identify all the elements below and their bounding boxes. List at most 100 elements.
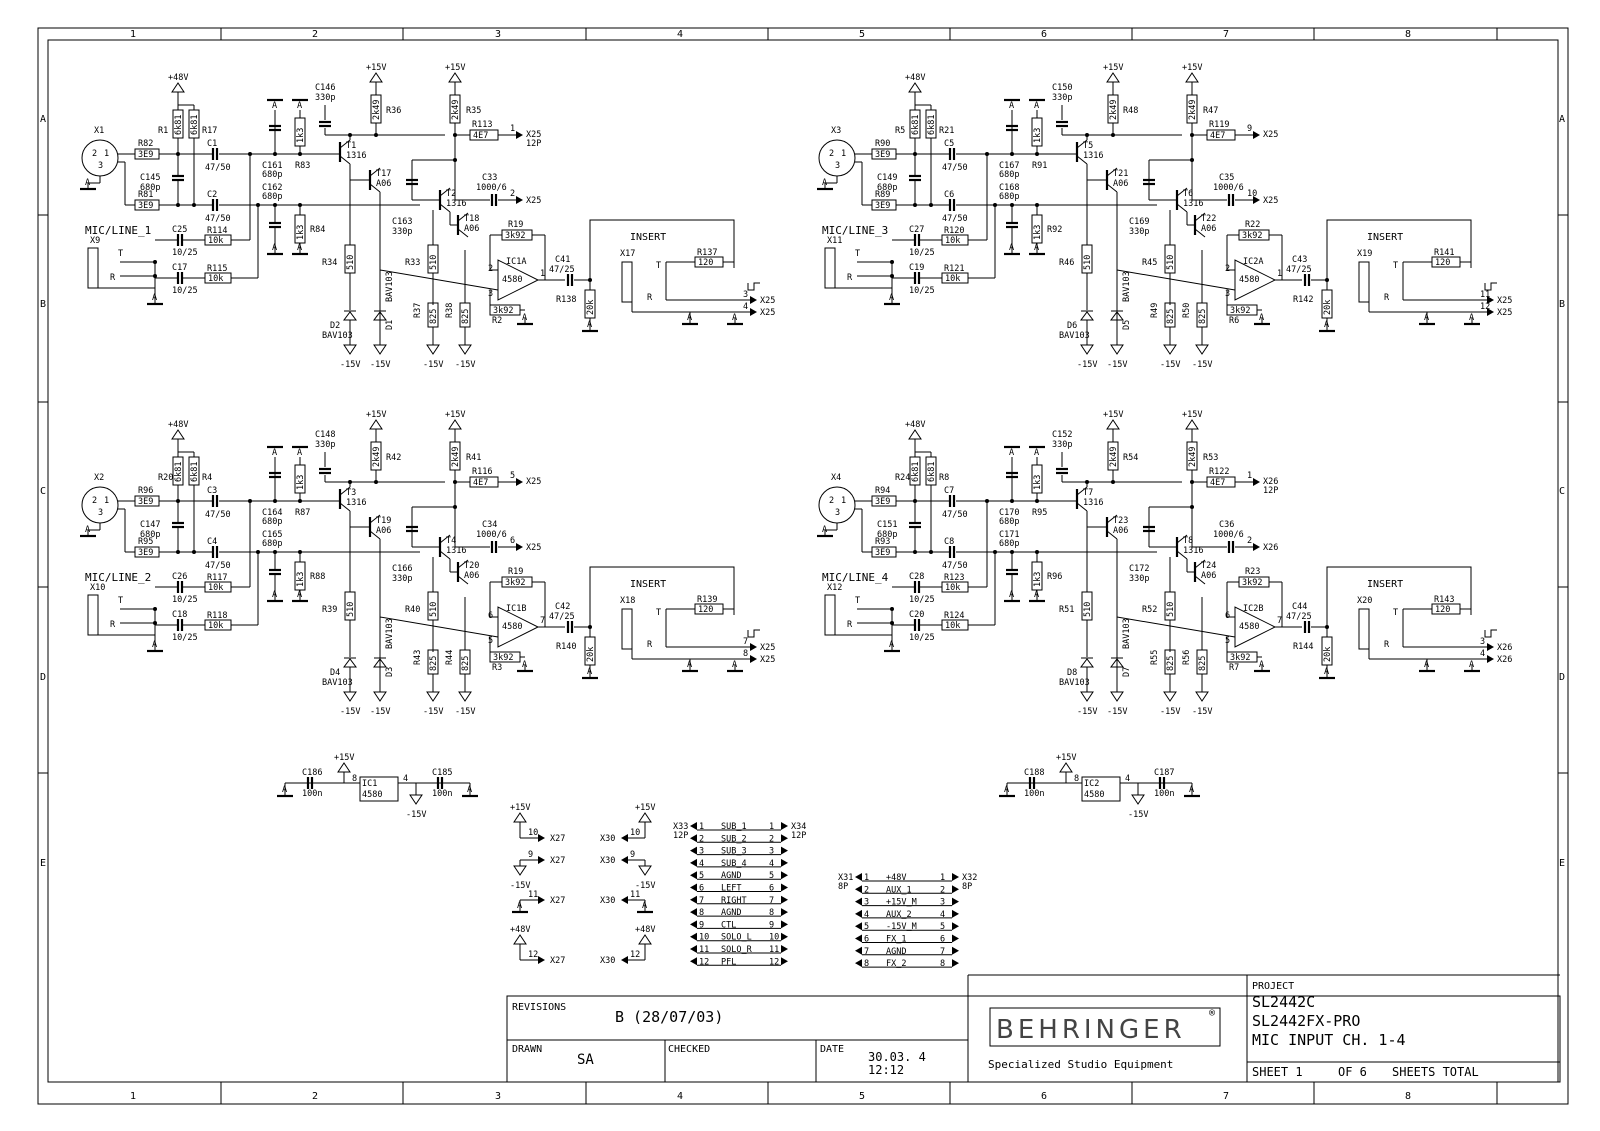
resistor-phantom-a-name: R5 [895,126,905,136]
resistor-rail-1-name: R49 [1150,303,1160,318]
resistor-bias-1-name: R83 [295,161,310,171]
diode-d1 [1080,311,1094,321]
resistor-in-2-name: R81 [138,190,153,200]
transistor-value: A06 [376,526,391,536]
insert-jack-name: X18 [620,596,635,606]
xlr-pin: 3 [98,161,103,171]
resistor-load-name: R138 [556,295,576,305]
capacitor-c4-value: 680p [999,539,1019,549]
diode-d2-value: BAV103 [385,271,395,302]
bus-x33-row-signal: SOLO_L [721,933,752,943]
junction-dot [985,499,989,503]
time-value: 12:12 [868,1063,904,1077]
bus-x31-row-pin-right: 5 [940,922,945,932]
resistor-bias-1-value: 1k3 [296,475,306,490]
gain-pin: 10 [1247,189,1257,199]
insert-connector: X26 [1497,655,1512,665]
supply-arrow-down [638,865,652,876]
resistor-bias-2-name: R84 [310,225,325,235]
resistor-phantom-a-value: 6k81 [174,115,184,135]
junction-dot [192,550,196,554]
jack-ring-label: R [110,620,116,630]
transistor-name: T8 [1183,536,1193,546]
insert-pin: 7 [743,637,748,647]
capacitor-line-1-name: C27 [909,225,924,235]
resistor-bias-name: R6 [1229,316,1239,326]
resistor-phantom-a-name: R20 [158,473,173,483]
resistor-collector-1-name: R54 [1123,453,1138,463]
revisions-label: REVISIONS [512,1002,566,1013]
capacitor-line-1-name: C28 [909,572,924,582]
transistor-emitter [1194,228,1206,238]
resistor-rail-1-value: 825 [429,309,439,324]
diode-d1-name: D6 [1067,321,1077,331]
insert-pin: 4 [1480,649,1485,659]
capacitor-cd-name: C163 [392,217,412,227]
junction-dot [176,550,180,554]
resistor-emitter-2-value: 510 [1166,602,1176,617]
insert-label: INSERT [1367,232,1403,243]
opamp-pin: 7 [1277,616,1282,626]
jack-ring-label: R [110,273,116,283]
bus-x33-row-pin-left: 7 [699,896,704,906]
resistor-phantom-b-value: 6k81 [190,115,200,135]
xlr-pin: 3 [98,508,103,518]
resistor-emitter-2-value: 510 [429,255,439,270]
supply-arrow-down [343,344,357,355]
frame-row-label-left: A [40,114,46,125]
transistor-collector [339,486,351,496]
resistor-rail-2-value: 825 [1198,656,1208,671]
bus-x31-row-pin-left: 1 [864,873,869,883]
out-pin: 1 [1247,471,1252,481]
resistor-line-1-value: 10k [945,236,960,246]
capacitor-line-1-value: 10/25 [909,248,935,258]
supply-arrow-down [373,344,387,355]
junction-dot [298,203,302,207]
capacitor-coupling-1-value: 47/50 [205,510,231,520]
wire-in [379,269,499,291]
frame-col-label-top: 8 [1405,29,1411,40]
junction-dot [1035,203,1039,207]
x27-pin: 9 [528,850,533,860]
opamp [497,259,540,301]
capacitor-decoupling-right-name: C185 [432,768,452,778]
capacitor-output-name: C43 [1292,255,1307,265]
diode-d2-value: BAV103 [385,618,395,649]
supply-label: +48V [905,73,925,83]
resistor-collector-2-name: R47 [1203,106,1218,116]
junction-dot [929,550,933,554]
capacitor-cd-name: C172 [1129,564,1149,574]
bus-x33-row-pin-left: 8 [699,908,704,918]
bus-x31-right-pins: 8P [962,882,972,892]
bus-x33-row-pin-left: 11 [699,945,709,955]
brand-logo-box [989,1007,1221,1047]
capacitor-c4-name: C165 [262,530,282,540]
capacitor-cb-value: 330p [315,440,335,450]
connector-arrow [750,296,757,304]
junction-dot [1111,480,1115,484]
resistor-feedback-name: R23 [1245,567,1260,577]
bus-x33-arrow-right [781,871,788,880]
transistor-collector [339,139,351,149]
supply-arrow-down [373,691,387,702]
supply-label: +15V [1103,63,1123,73]
bus-x31-row-signal: -15V_M [886,922,917,932]
opamp-pin: 6 [1225,611,1230,621]
insert-label: INSERT [630,579,666,590]
bus-x31-row-signal: +15V_M [886,898,917,908]
junction-dot [273,499,277,503]
frame-row-label-right: B [1559,299,1565,310]
resistor-in-2-name: R93 [875,537,890,547]
resistor-phantom-b-value: 6k81 [927,115,937,135]
supply-label: -15V [1160,360,1180,370]
xlr-pin: 1 [841,149,846,159]
supply-label: -15V [406,810,426,820]
diode-d2-name: D3 [385,667,395,677]
ground-label: A [889,640,894,650]
resistor-rail-2-name: R38 [445,303,455,318]
capacitor-pad-value: 680p [877,530,897,540]
supply-label: +15V [334,753,354,763]
frame-col-label-top: 6 [1041,29,1047,40]
insert-connector: X25 [760,643,775,653]
